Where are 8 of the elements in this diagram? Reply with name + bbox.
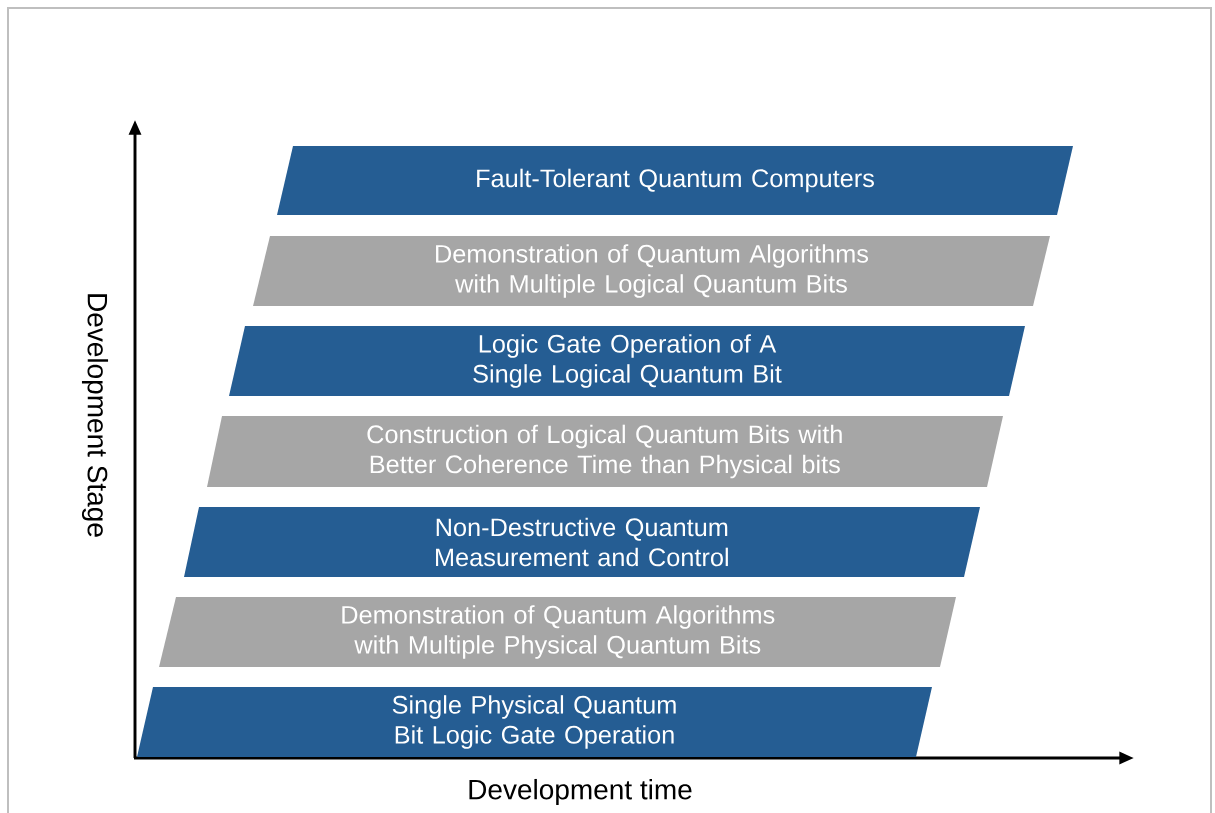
stage-band: Demonstration of Quantum Algorithms with Multiple Physical Quantum Bits — [159, 597, 956, 667]
stage-band: Construction of Logical Quantum Bits with Better Coherence Time than Physical bits — [207, 416, 1003, 487]
stage-band: Demonstration of Quantum Algorithms with Multiple Logical Quantum Bits — [253, 236, 1050, 306]
stage-band: Non-Destructive Quantum Measurement and Control — [184, 507, 980, 577]
stage-band: Logic Gate Operation of A Single Logical Quantum Bit — [229, 326, 1025, 396]
axis-title: Development Stage — [81, 294, 109, 537]
stage-band: Fault-Tolerant Quantum Computers — [277, 146, 1073, 215]
stage-band: Single Physical Quantum Bit Logic Gate Operation — [137, 687, 932, 757]
